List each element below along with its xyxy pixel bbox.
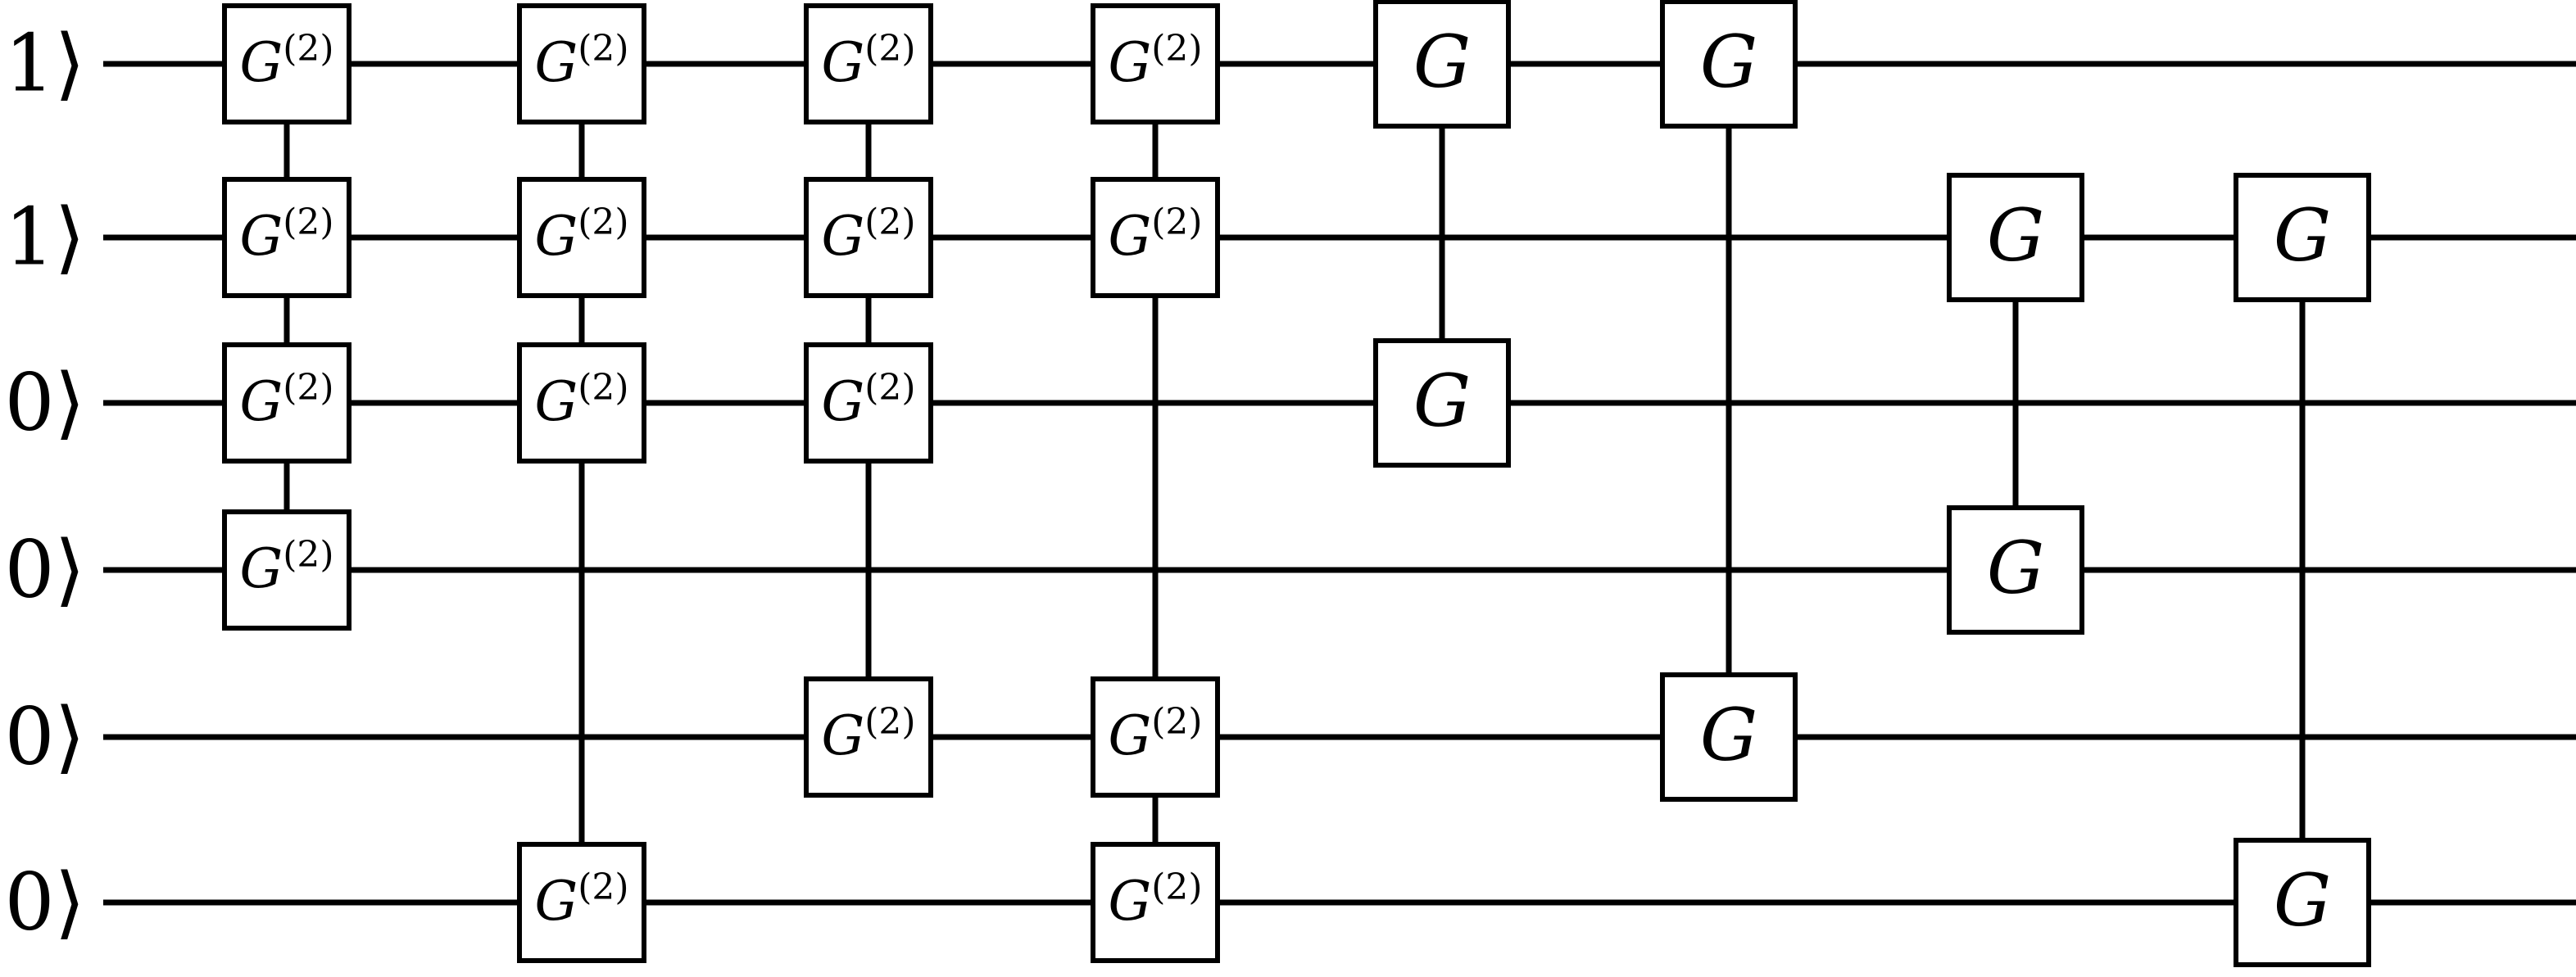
gate-box-col4-wire2 <box>1373 338 1511 468</box>
gate-label-col1-wire2: G(2) <box>534 367 628 433</box>
gate-box-col1-wire5 <box>517 842 646 963</box>
gate-label-col0-wire1: G(2) <box>239 201 333 268</box>
gate-label-col0-wire2: G(2) <box>239 367 333 433</box>
gate-label-col1-wire1: G(2) <box>534 201 628 268</box>
gate-box-col0-wire0 <box>222 3 351 124</box>
gate-box-col4-wire0 <box>1373 0 1511 129</box>
gate-label-col0-wire0: G(2) <box>239 28 333 94</box>
gate-box-col6-wire1 <box>1947 173 2084 302</box>
gate-box-col2-wire1 <box>804 177 933 298</box>
ket-label-4: 0⟩ <box>4 691 85 783</box>
gate-label-col3-wire4: G(2) <box>1108 701 1202 767</box>
gate-box-col0-wire1 <box>222 177 351 298</box>
gate-label-col1-wire0: G(2) <box>534 28 628 94</box>
gate-box-col1-wire1 <box>517 177 646 298</box>
gate-box-col3-wire5 <box>1091 842 1220 963</box>
gate-box-col7-wire1 <box>2234 173 2371 302</box>
gate-box-col5-wire4 <box>1660 672 1798 802</box>
ket-label-2: 0⟩ <box>4 357 85 449</box>
gate-box-col6-wire3 <box>1947 505 2084 635</box>
gate-label-col0-wire3: G(2) <box>239 534 333 600</box>
gate-box-col2-wire2 <box>804 342 933 464</box>
ket-label-3: 0⟩ <box>4 524 85 616</box>
gate-label-col3-wire5: G(2) <box>1108 866 1202 933</box>
gate-label-col5-wire0: G <box>1700 20 1757 104</box>
gate-label-col2-wire4: G(2) <box>821 701 915 767</box>
ket-label-1: 1⟩ <box>4 192 85 283</box>
gate-box-col2-wire0 <box>804 3 933 124</box>
gate-label-col4-wire2: G <box>1413 359 1471 443</box>
gate-box-col3-wire1 <box>1091 177 1220 298</box>
gate-label-col6-wire3: G <box>1987 526 2044 610</box>
gate-label-col1-wire5: G(2) <box>534 866 628 933</box>
gate-label-col3-wire0: G(2) <box>1108 28 1202 94</box>
gate-box-col0-wire2 <box>222 342 351 464</box>
gate-box-col3-wire4 <box>1091 676 1220 798</box>
gate-box-col1-wire0 <box>517 3 646 124</box>
gate-label-col5-wire4: G <box>1700 693 1757 777</box>
gate-label-col7-wire5: G <box>2274 858 2331 943</box>
gate-label-col2-wire1: G(2) <box>821 201 915 268</box>
gate-box-col5-wire0 <box>1660 0 1798 129</box>
gate-label-col4-wire0: G <box>1413 20 1471 104</box>
gate-box-col1-wire2 <box>517 342 646 464</box>
ket-label-5: 0⟩ <box>4 857 85 948</box>
gate-box-col7-wire5 <box>2234 838 2371 967</box>
gate-box-col2-wire4 <box>804 676 933 798</box>
gate-label-col3-wire1: G(2) <box>1108 201 1202 268</box>
gate-label-col2-wire0: G(2) <box>821 28 915 94</box>
gate-box-col0-wire3 <box>222 509 351 631</box>
gate-box-col3-wire0 <box>1091 3 1220 124</box>
gate-label-col6-wire1: G <box>1987 193 2044 278</box>
gate-label-col7-wire1: G <box>2274 193 2331 278</box>
ket-label-0: 1⟩ <box>4 18 85 110</box>
gate-label-col2-wire2: G(2) <box>821 367 915 433</box>
